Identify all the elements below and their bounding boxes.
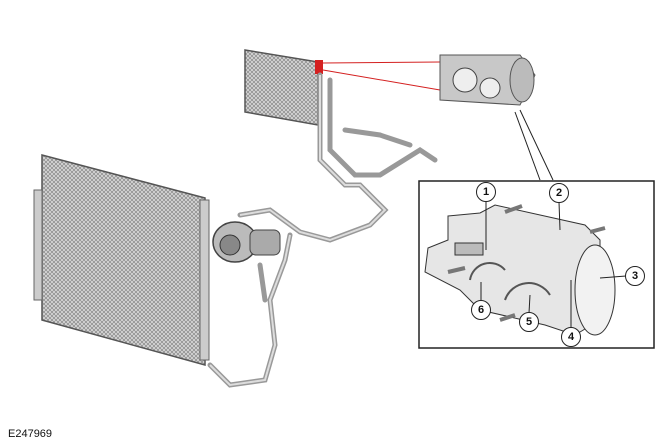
inset-leader-line	[519, 109, 554, 181]
compressor	[212, 221, 281, 263]
expansion-valve	[322, 54, 536, 106]
valve-location-highlight	[315, 60, 323, 74]
callout-5: 5	[519, 312, 539, 332]
callout-1: 1	[476, 182, 496, 202]
callout-3: 3	[625, 266, 645, 286]
callout-2: 2	[549, 183, 569, 203]
callout-4: 4	[561, 327, 581, 347]
figure-code: E247969	[8, 428, 53, 440]
condenser	[33, 154, 210, 366]
inset-leader-line	[514, 111, 541, 181]
callout-6: 6	[471, 300, 491, 320]
evaporator	[244, 49, 323, 126]
